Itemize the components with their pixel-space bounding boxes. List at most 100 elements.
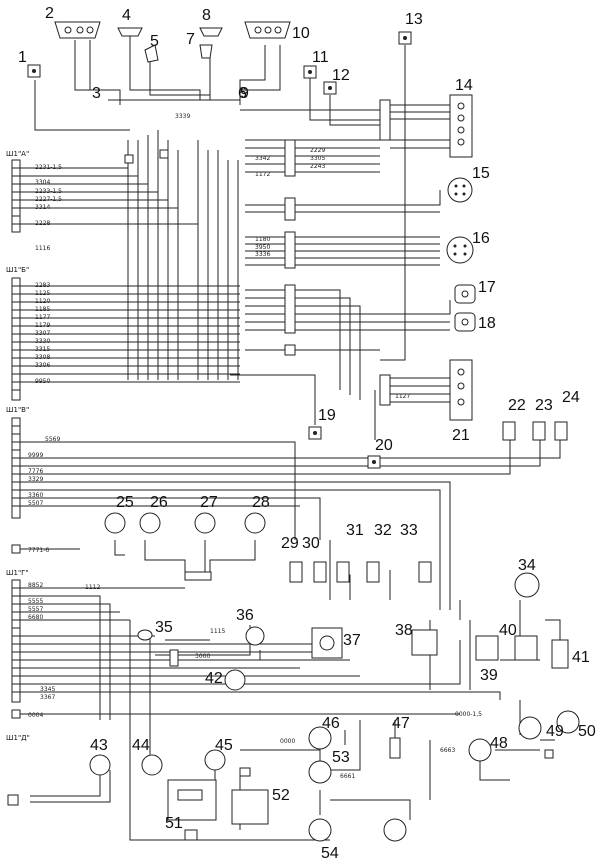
component-39 — [475, 635, 499, 661]
component-5 — [144, 44, 159, 63]
wire-label: 3315 — [35, 346, 50, 353]
callout-39: 39 — [480, 667, 498, 684]
callout-9: 9 — [240, 85, 249, 102]
wire-label: 1185 — [35, 306, 50, 313]
wire-label: 3339 — [175, 113, 190, 120]
wire-label: 8852 — [28, 582, 43, 589]
wire-label: 2228 — [35, 220, 50, 227]
callout-48: 48 — [490, 735, 508, 752]
callout-27: 27 — [200, 494, 218, 511]
wire-labels: 2231-1,5 3304 2233-1,5 2227-1,5 3314 222… — [28, 113, 482, 780]
callout-46: 46 — [322, 715, 340, 732]
wire-label: 2227-1,5 — [35, 196, 62, 203]
callout-40: 40 — [499, 622, 517, 639]
components — [27, 21, 580, 842]
callout-33: 33 — [400, 522, 418, 539]
component-25 — [104, 512, 126, 534]
component-54 — [308, 818, 332, 842]
wire-label: 2243 — [310, 163, 325, 170]
wire-label: 1120 — [35, 298, 50, 305]
wire-label: 3306 — [35, 362, 50, 369]
connector-block-c — [11, 417, 21, 519]
wire-label: 1115 — [210, 628, 225, 635]
component-44 — [141, 754, 163, 776]
wire-label: 6661 — [340, 773, 355, 780]
callout-3: 3 — [92, 85, 101, 102]
callout-5: 5 — [150, 33, 159, 50]
callout-49: 49 — [546, 723, 564, 740]
component-7 — [199, 44, 213, 59]
connector-block-b — [11, 277, 21, 401]
wire-label: 3367 — [40, 694, 55, 701]
component-40 — [514, 635, 538, 661]
connector-ground — [7, 794, 19, 806]
callout-12: 12 — [332, 67, 350, 84]
wire-label: 1127 — [395, 393, 410, 400]
callout-45: 45 — [215, 737, 233, 754]
component-26 — [139, 512, 161, 534]
callout-13: 13 — [405, 11, 423, 28]
wire-label: 0004 — [28, 712, 43, 719]
wire-label: 6663 — [440, 747, 455, 754]
wire-label: 7776 — [28, 468, 43, 475]
wire-label: 3329 — [28, 476, 43, 483]
component-30 — [313, 561, 327, 583]
component-21 — [449, 359, 473, 421]
component-49 — [518, 716, 542, 740]
callout-18: 18 — [478, 315, 496, 332]
callout-11: 11 — [312, 49, 329, 66]
component-34 — [514, 572, 540, 598]
junctions — [124, 99, 554, 841]
wire-label: 9950 — [35, 378, 50, 385]
callout-43: 43 — [90, 737, 108, 754]
wire-label: 0000 — [280, 738, 295, 745]
connector-blocks: Ш1"A" Ш1"Б" Ш1"В" — [6, 150, 30, 806]
component-31 — [336, 561, 350, 583]
callout-35: 35 — [155, 619, 173, 636]
component-52 — [231, 789, 269, 825]
callout-16: 16 — [472, 230, 490, 247]
connector-block-d — [11, 579, 21, 703]
connector-block-a — [11, 159, 21, 233]
wire-label: 1180 — [255, 236, 270, 243]
component-29 — [289, 561, 303, 583]
wire-label: 3360 — [28, 492, 43, 499]
callout-1: 1 — [18, 49, 27, 66]
wire-label: 3304 — [35, 179, 50, 186]
wire-label: 3314 — [35, 204, 50, 211]
callout-36: 36 — [236, 607, 254, 624]
component-27 — [194, 512, 216, 534]
wire-label: 1112 — [85, 584, 100, 591]
component-41 — [551, 639, 569, 669]
wire-label: 2283 — [35, 282, 50, 289]
component-16 — [446, 236, 474, 264]
component-42 — [224, 669, 246, 691]
connector-label-a: Ш1"A" — [6, 150, 29, 158]
callout-22: 22 — [508, 397, 526, 414]
callout-17: 17 — [478, 279, 496, 296]
callout-2: 2 — [45, 5, 54, 22]
callout-29: 29 — [281, 535, 299, 552]
wire-label: 2229 — [310, 147, 325, 154]
component-8 — [199, 27, 223, 37]
callout-20: 20 — [375, 437, 393, 454]
wire-label: 1179 — [35, 322, 50, 329]
connector-small-1 — [11, 544, 21, 554]
callout-52: 52 — [272, 787, 290, 804]
callout-21: 21 — [452, 427, 470, 444]
wire-label: 1116 — [35, 245, 50, 252]
wire-label: 1177 — [35, 314, 50, 321]
wire-label: 3330 — [35, 338, 50, 345]
wire-label: 2231-1,5 — [35, 164, 62, 171]
callout-31: 31 — [346, 522, 364, 539]
wires — [20, 35, 561, 841]
component-45 — [204, 749, 226, 771]
component-15 — [447, 177, 473, 203]
callout-8: 8 — [202, 7, 211, 24]
callout-30: 30 — [302, 535, 320, 552]
callout-42: 42 — [205, 670, 223, 687]
callout-28: 28 — [252, 494, 270, 511]
component-24 — [554, 421, 568, 441]
callout-19: 19 — [318, 407, 336, 424]
